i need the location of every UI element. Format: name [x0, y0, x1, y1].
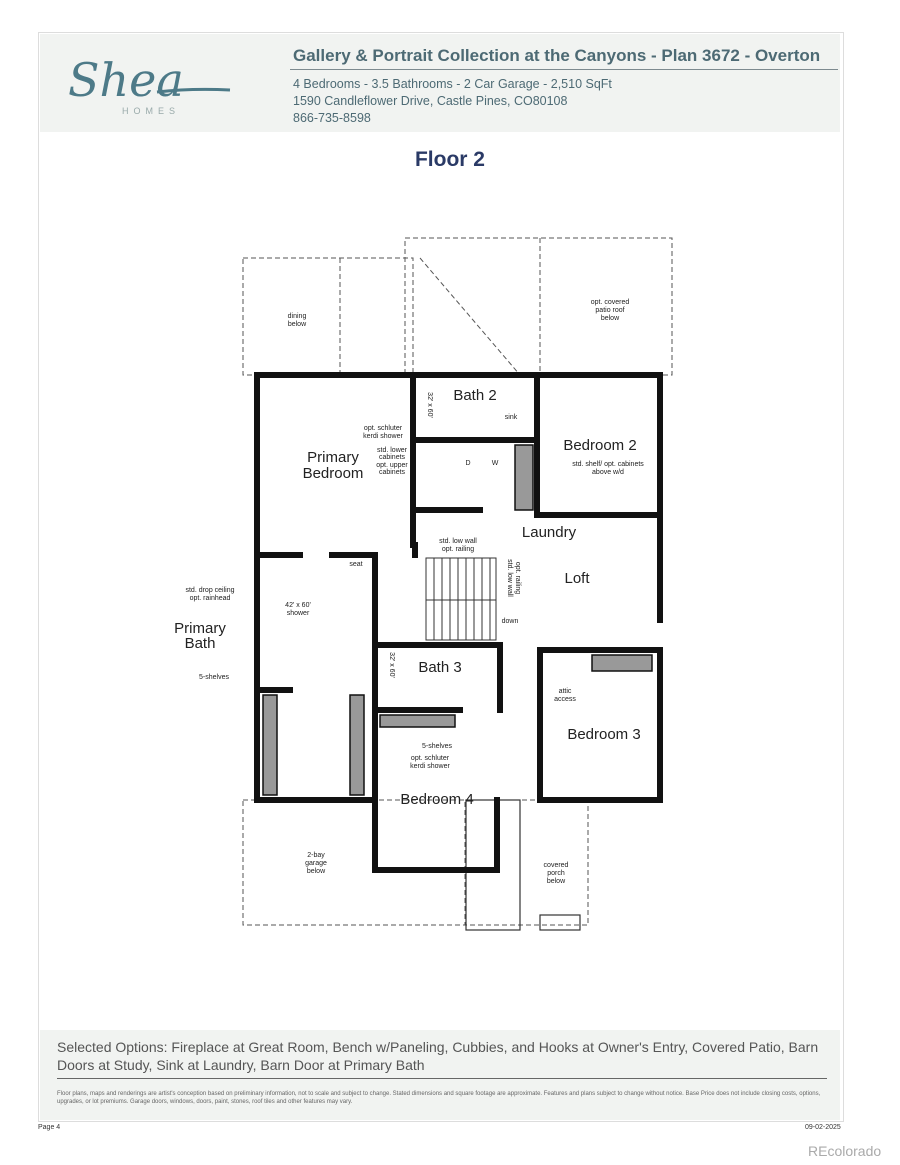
closets [262, 444, 653, 796]
room-bedroom-4: Bedroom 4 [400, 791, 473, 808]
walls [254, 372, 663, 873]
room-bedroom-3: Bedroom 3 [567, 726, 640, 743]
note: access [554, 696, 576, 703]
note: garage [305, 860, 327, 867]
note: sink [505, 414, 518, 421]
stairs [425, 557, 497, 641]
disclaimer: Floor plans, maps and renderings are art… [57, 1091, 821, 1105]
note: std. shelf/ opt. cabinets [572, 461, 644, 468]
room-bath-2: Bath 2 [453, 387, 496, 404]
note: opt. railing [442, 546, 474, 553]
note: 32' x 60' [426, 392, 433, 418]
note: std. low wall [439, 538, 477, 545]
note: patio roof [595, 307, 624, 314]
note: below [601, 315, 620, 322]
note: std. lower [377, 447, 408, 454]
note: 32' x 60' [388, 652, 395, 678]
note: 2-bay [307, 852, 325, 859]
plan-address: 1590 Candleflower Drive, Castle Pines, C… [293, 94, 568, 108]
note: 42' x 60' [285, 602, 311, 609]
note: std. drop ceiling [185, 587, 234, 594]
note: attic [559, 688, 572, 695]
room-loft: Loft [564, 570, 590, 587]
print-date: 09-02-2025 [805, 1124, 841, 1131]
note: cabinets [379, 469, 406, 476]
note: opt. covered [591, 299, 630, 306]
header-band [40, 34, 840, 132]
note: seat [349, 561, 362, 568]
note: down [502, 618, 519, 625]
room-primary-bedroom: Primary [307, 449, 359, 466]
note: shower [287, 610, 310, 617]
note: below [547, 878, 566, 885]
plan-specs: 4 Bedrooms - 3.5 Bathrooms - 2 Car Garag… [293, 77, 612, 91]
shea-homes-logo: Shea HOMES [68, 53, 231, 116]
note: kerdi shower [363, 433, 403, 440]
note: opt. schluter [411, 755, 450, 762]
room-primary-bedroom-2: Bedroom [303, 465, 364, 482]
note: std. low wall [506, 559, 513, 597]
note: opt. upper [376, 462, 408, 469]
note: below [307, 868, 326, 875]
note: dining [288, 313, 307, 320]
room-primary-bath: Primary [174, 620, 226, 637]
note: below [288, 321, 307, 328]
watermark: REcolorado [808, 1143, 882, 1159]
svg-text:HOMES: HOMES [122, 106, 180, 116]
svg-text:Shea: Shea [68, 53, 184, 107]
note: opt. railing [514, 562, 521, 594]
note: covered [544, 862, 569, 869]
note: cabinets [379, 454, 406, 461]
room-bedroom-2: Bedroom 2 [563, 437, 636, 454]
room-primary-bath-2: Bath [185, 635, 216, 652]
note: D [465, 460, 470, 467]
note: 5-shelves [422, 743, 452, 750]
note: kerdi shower [410, 763, 450, 770]
divider [290, 69, 838, 70]
document-page [38, 32, 844, 1122]
room-bath-3: Bath 3 [418, 659, 461, 676]
note: porch [547, 870, 565, 877]
page-number: Page 4 [38, 1124, 61, 1131]
note: W [492, 460, 499, 467]
note: opt. schluter [364, 425, 403, 432]
note: opt. rainhead [190, 595, 231, 602]
options-band [40, 1030, 840, 1120]
floor-title: Floor 2 [414, 148, 485, 171]
room-laundry: Laundry [522, 524, 577, 541]
selected-options: Selected Options: Fireplace at Great Roo… [57, 1039, 819, 1073]
plan-title: Gallery & Portrait Collection at the Can… [293, 46, 821, 65]
note: 5-shelves [199, 674, 229, 681]
note: above w/d [592, 469, 624, 476]
divider [57, 1078, 827, 1079]
plan-phone: 866-735-8598 [293, 111, 371, 125]
